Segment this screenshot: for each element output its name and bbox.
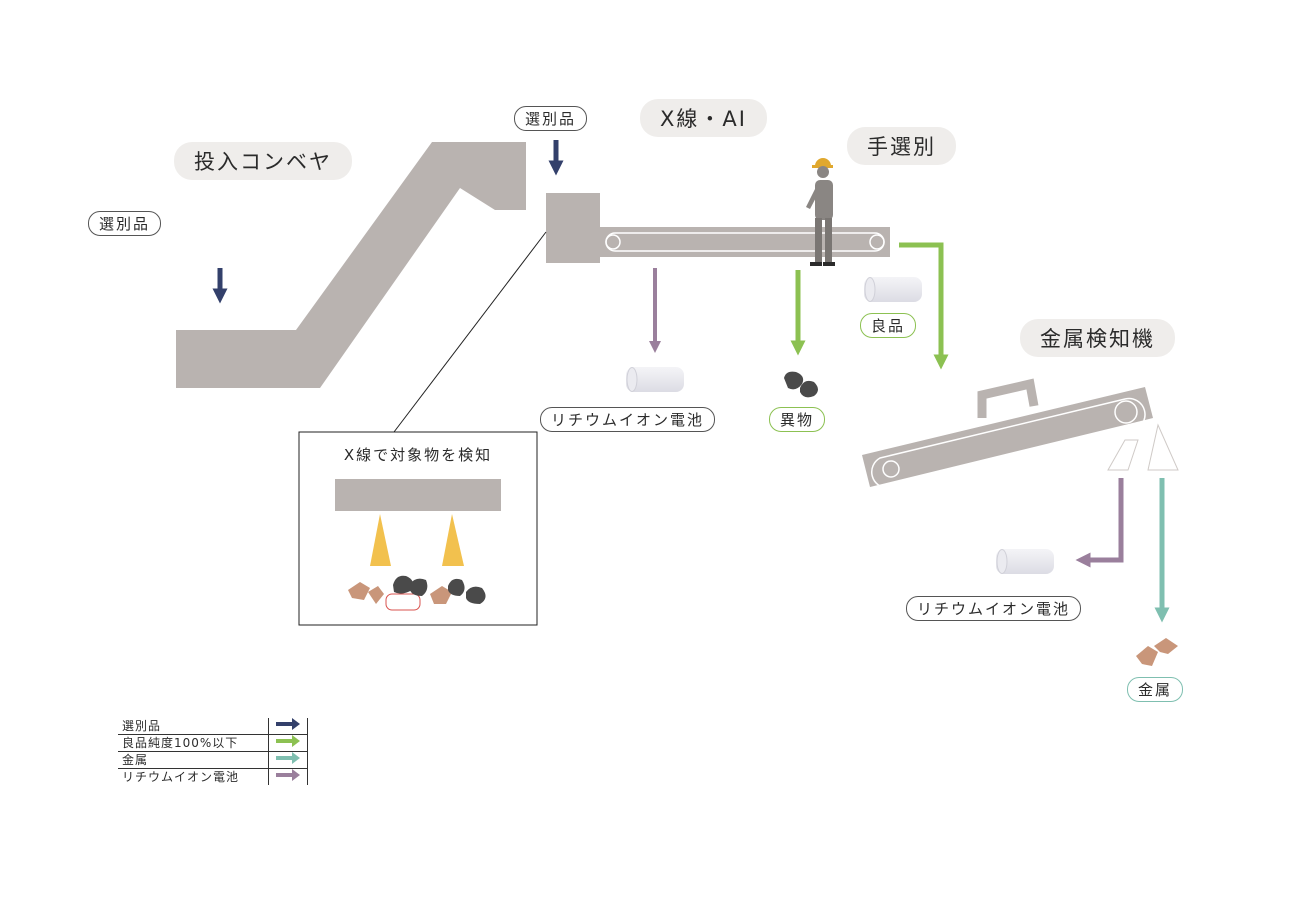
sorted-goods-label-left: 選別品 <box>88 211 162 236</box>
legend-arrow-icon <box>268 751 308 769</box>
worker-icon <box>806 158 835 266</box>
xray-inset-title: X線で対象物を検知 <box>343 446 493 464</box>
battery-icon <box>864 277 922 302</box>
legend-label: 金属 <box>118 751 269 769</box>
metal-pieces-icon <box>1136 638 1178 666</box>
battery-icon <box>626 367 684 392</box>
legend-arrow-icon <box>268 734 308 752</box>
infeed-conveyor-label: 投入コンベヤ <box>174 142 352 180</box>
infeed-conveyor <box>176 142 526 388</box>
xray-unit <box>546 193 600 263</box>
foreign-matter-label: 異物 <box>769 407 826 432</box>
metal-detector-label: 金属検知機 <box>1020 319 1175 357</box>
xray-beam <box>442 514 464 566</box>
legend-row: 金属 <box>118 751 308 769</box>
legend: 選別品 良品純度100%以下 金属 リチウムイオン電池 <box>118 718 308 785</box>
metal-label: 金属 <box>1127 677 1184 702</box>
foreign-matter-icon <box>784 371 818 398</box>
li-battery-label-right: リチウムイオン電池 <box>906 596 1082 621</box>
inset-items <box>348 575 486 611</box>
legend-arrow-icon <box>268 718 308 735</box>
metal-detector-machine <box>862 378 1179 489</box>
good-arrow-to-detector <box>899 242 949 370</box>
sorted-goods-label-top: 選別品 <box>514 106 588 131</box>
good-product-label: 良品 <box>860 313 917 338</box>
xray-ai-label: X線・AI <box>640 99 767 137</box>
xray-beam <box>370 514 391 566</box>
legend-label: 良品純度100%以下 <box>118 734 269 752</box>
xray-source-bar <box>335 479 501 511</box>
legend-arrow-icon <box>268 768 308 785</box>
battery-arrow-detector <box>1075 478 1124 568</box>
legend-label: リチウムイオン電池 <box>122 770 240 784</box>
legend-row: リチウムイオン電池 <box>118 768 308 785</box>
legend-label: 選別品 <box>118 718 269 735</box>
legend-row: 良品純度100%以下 <box>118 734 308 752</box>
hand-sorting-label: 手選別 <box>847 127 956 165</box>
battery-icon <box>996 549 1054 574</box>
sorting-belt <box>600 227 890 257</box>
li-battery-label-center: リチウムイオン電池 <box>540 407 716 432</box>
legend-row: 選別品 <box>118 718 308 735</box>
callout-line <box>393 231 547 433</box>
